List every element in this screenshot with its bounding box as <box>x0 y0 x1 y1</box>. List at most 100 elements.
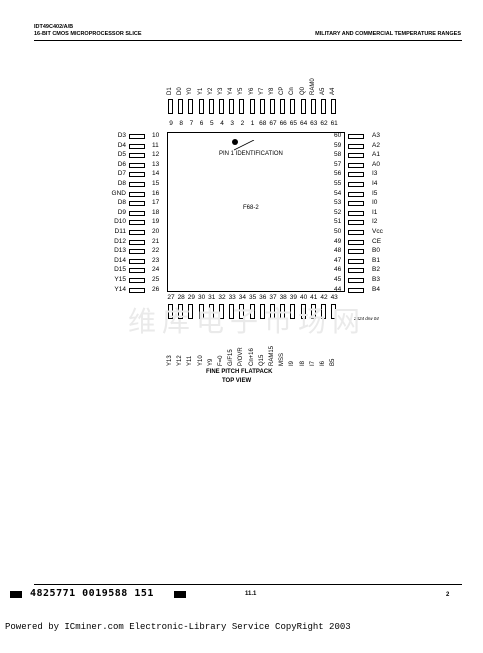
bottom-pin-label: Cn+16 <box>248 348 255 366</box>
right-pin-lead <box>348 220 364 226</box>
barcode-right-block <box>174 591 186 598</box>
left-pin-label: D9 <box>117 208 126 216</box>
header-rule <box>34 40 462 41</box>
top-pin-number: 3 <box>230 120 234 127</box>
top-pin-label: D0 <box>177 87 184 95</box>
right-pin-number: 47 <box>334 256 342 264</box>
right-pin-number: 48 <box>334 247 342 255</box>
right-pin-lead <box>348 153 364 159</box>
top-pin-label: CP <box>279 86 286 95</box>
left-pin-label: GND <box>111 189 126 197</box>
top-pin-lead <box>168 99 173 114</box>
top-pin-lead <box>259 99 265 114</box>
bottom-pin-number: 30 <box>197 294 206 301</box>
top-pin-label: Cn <box>289 87 296 95</box>
left-pin-lead <box>129 230 145 235</box>
bottom-pin-lead <box>331 304 337 319</box>
right-pin-number: 52 <box>334 208 342 216</box>
left-pin-lead <box>129 172 145 178</box>
bottom-pin-lead <box>219 304 224 319</box>
barcode-left-block <box>10 591 22 598</box>
right-pin-label: I0 <box>372 199 378 207</box>
top-pin-lead <box>208 99 214 114</box>
bottom-pin-number: 41 <box>310 294 318 301</box>
part-subtitle: 16-BIT CMOS MICROPROCESSOR SLICE <box>34 31 142 37</box>
bottom-pin-number: 29 <box>187 294 195 301</box>
left-pin-lead <box>129 249 145 255</box>
right-pin-lead <box>348 287 364 293</box>
right-pin-label: A3 <box>372 132 380 139</box>
bottom-pin-number: 27 <box>167 294 175 301</box>
bottom-pin-number: 38 <box>279 294 287 301</box>
bottom-pin-label: B5 <box>330 358 337 366</box>
bottom-pin-number: 31 <box>208 294 216 301</box>
top-pin-label: Y0 <box>187 87 194 95</box>
top-pin-number: 68 <box>259 120 267 127</box>
top-pin-label: Y2 <box>207 87 214 95</box>
bottom-pin-lead <box>280 304 286 319</box>
right-pin-lead <box>348 268 364 274</box>
top-pin-label: D1 <box>167 87 173 95</box>
right-pin-label: I1 <box>372 208 378 216</box>
right-pin-label: B2 <box>372 266 380 274</box>
right-pin-number: 56 <box>334 170 342 178</box>
left-pin-number: 13 <box>152 160 160 168</box>
pin1-dot <box>232 139 238 145</box>
top-pin-number: 1 <box>250 120 255 127</box>
left-pin-number: 10 <box>152 132 160 139</box>
left-pin-lead <box>129 220 145 226</box>
left-pin-label: D7 <box>117 170 126 178</box>
left-pin-number: 14 <box>152 170 160 178</box>
bottom-pin-label: P/OVR <box>238 347 245 366</box>
left-pin-number: 26 <box>152 285 160 293</box>
left-pin-lead <box>129 191 145 197</box>
package-code: F68-2 <box>243 205 259 211</box>
bottom-pin-number: 35 <box>248 294 257 301</box>
left-pin-number: 21 <box>152 237 160 245</box>
top-pin-lead <box>280 99 286 114</box>
bottom-pin-label: I6 <box>320 360 326 366</box>
right-pin-number: 57 <box>334 160 342 168</box>
bottom-pin-number: 37 <box>269 294 277 301</box>
right-pin-number: 45 <box>334 276 342 283</box>
top-pin-lead <box>219 99 224 114</box>
bottom-pin-lead <box>321 304 326 319</box>
right-pin-label: A1 <box>372 151 380 159</box>
left-pin-number: 20 <box>152 228 160 235</box>
left-pin-label: D10 <box>114 218 126 226</box>
bottom-pin-number: 36 <box>259 294 267 301</box>
right-pin-label: B0 <box>372 247 380 255</box>
bottom-pin-lead <box>198 304 204 319</box>
bottom-pin-number: 28 <box>177 294 185 301</box>
top-pin-label: Q0 <box>299 86 306 95</box>
bottom-pin-lead <box>229 304 235 319</box>
pin1-label: PIN 1 IDENTIFICATION <box>219 151 283 157</box>
left-pin-lead <box>129 258 145 264</box>
top-pin-lead <box>178 99 184 114</box>
top-pin-lead <box>290 99 296 114</box>
right-pin-label: I3 <box>372 170 378 178</box>
right-pin-number: 59 <box>334 141 342 149</box>
left-pin-lead <box>129 201 145 207</box>
bottom-pin-lead <box>310 304 316 319</box>
left-pin-number: 19 <box>152 218 160 226</box>
top-pin-lead <box>198 99 204 114</box>
top-pin-lead <box>300 99 306 114</box>
right-pin-number: 51 <box>334 218 342 226</box>
right-pin-label: B4 <box>372 285 380 293</box>
bottom-pin-label: I8 <box>299 360 306 366</box>
right-pin-lead <box>348 249 364 255</box>
left-pin-label: Y15 <box>114 276 126 283</box>
footer-rule <box>34 584 462 585</box>
top-pin-lead <box>270 99 275 114</box>
top-pin-lead <box>249 99 255 114</box>
top-pin-label: Y4 <box>228 87 235 95</box>
barcode-number: 4825771 0019588 151 <box>30 588 154 599</box>
left-pin-lead <box>129 153 145 159</box>
left-pin-label: D12 <box>114 237 126 245</box>
right-pin-number: 58 <box>334 151 342 159</box>
left-pin-label: D8 <box>117 199 126 207</box>
bottom-pin-lead <box>300 304 306 319</box>
right-pin-number: 60 <box>334 132 342 139</box>
bottom-pin-label: Y10 <box>197 355 204 366</box>
